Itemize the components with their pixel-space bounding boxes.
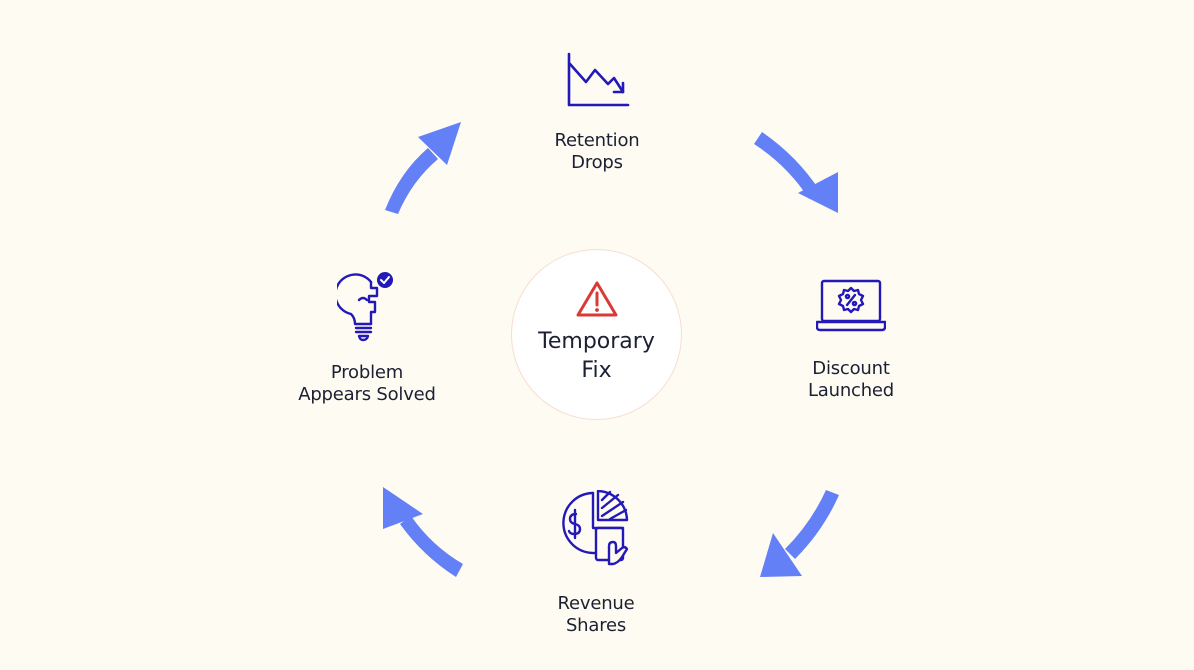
step-label-line1: Problem (330, 362, 404, 383)
step-label-line2: Launched (807, 380, 895, 401)
step-label-line2: Drops (571, 152, 623, 173)
step-label-line1: Retention (554, 130, 640, 151)
declining-chart-icon (567, 52, 630, 107)
step-label-line1: Revenue (557, 593, 635, 614)
center-temporary-fix: Temporary Fix (511, 249, 682, 420)
step-label-line1: Discount (812, 358, 890, 379)
arrow-revenue-to-solved (383, 487, 463, 577)
step-label-line2: Appears Solved (298, 384, 436, 405)
lightbulb-check-icon (337, 272, 393, 342)
step-retention-drops: Retention Drops (487, 52, 707, 174)
warning-triangle-icon (576, 281, 617, 317)
step-revenue-shares: Revenue Shares (486, 490, 706, 637)
arrow-solved-to-retention (385, 122, 461, 214)
arrow-discount-to-revenue (760, 490, 839, 577)
laptop-discount-icon (816, 279, 886, 332)
arrow-retention-to-discount (754, 132, 838, 213)
center-label-line1: Temporary (538, 329, 655, 354)
center-label-line2: Fix (581, 358, 612, 383)
revenue-pie-chart-icon (562, 490, 629, 566)
step-label-line2: Shares (565, 615, 627, 636)
step-discount-launched: Discount Launched (741, 278, 961, 402)
step-problem-appears-solved: Problem Appears Solved (257, 270, 477, 406)
